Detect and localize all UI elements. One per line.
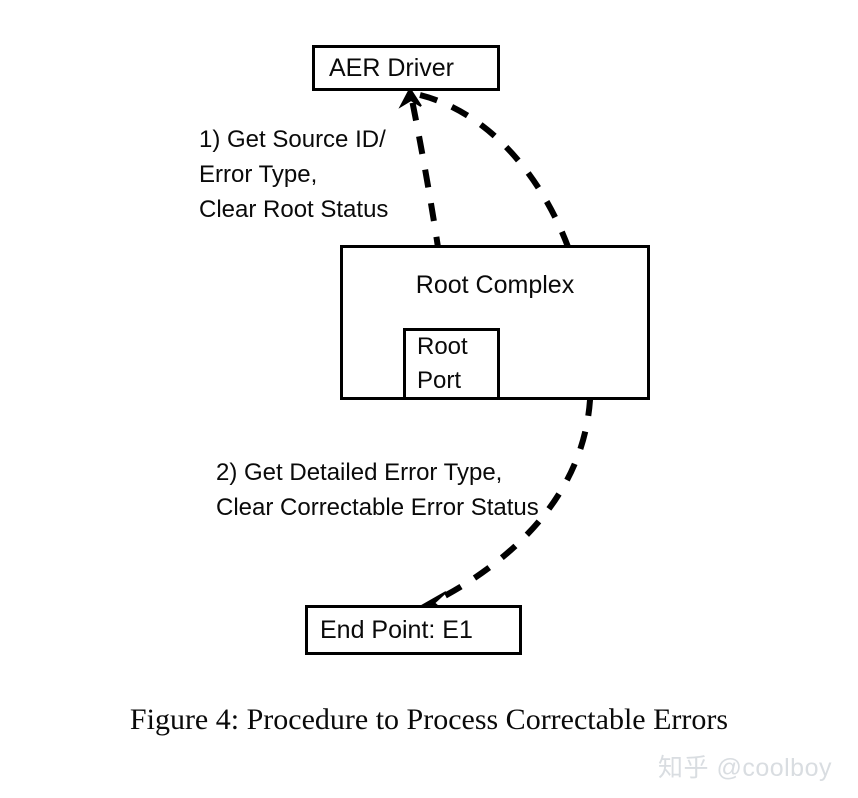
node-root-complex-label: Root Complex [415, 271, 575, 299]
watermark: 知乎 @coolboy [658, 754, 832, 782]
node-aer-driver-label: AER Driver [329, 53, 455, 82]
edge-step1-arrowhead [398, 87, 422, 109]
edge-label-step2: 2) Get Detailed Error Type, Clear Correc… [216, 459, 539, 522]
node-end-point-label: End Point: E1 [320, 615, 473, 644]
node-aer-driver[interactable]: AER Driver [312, 45, 500, 91]
edge-step1-curve [409, 99, 451, 323]
figure-caption: Figure 4: Procedure to Process Correctab… [129, 703, 729, 736]
node-end-point[interactable]: End Point: E1 [305, 605, 522, 655]
node-root-port-label-line2: Port [417, 367, 462, 394]
node-root-port-label-line1: Root [417, 332, 468, 360]
edge-label-step1: 1) Get Source ID/ Error Type, Clear Root… [199, 126, 389, 224]
node-root-port[interactable]: Root Port [403, 328, 500, 400]
